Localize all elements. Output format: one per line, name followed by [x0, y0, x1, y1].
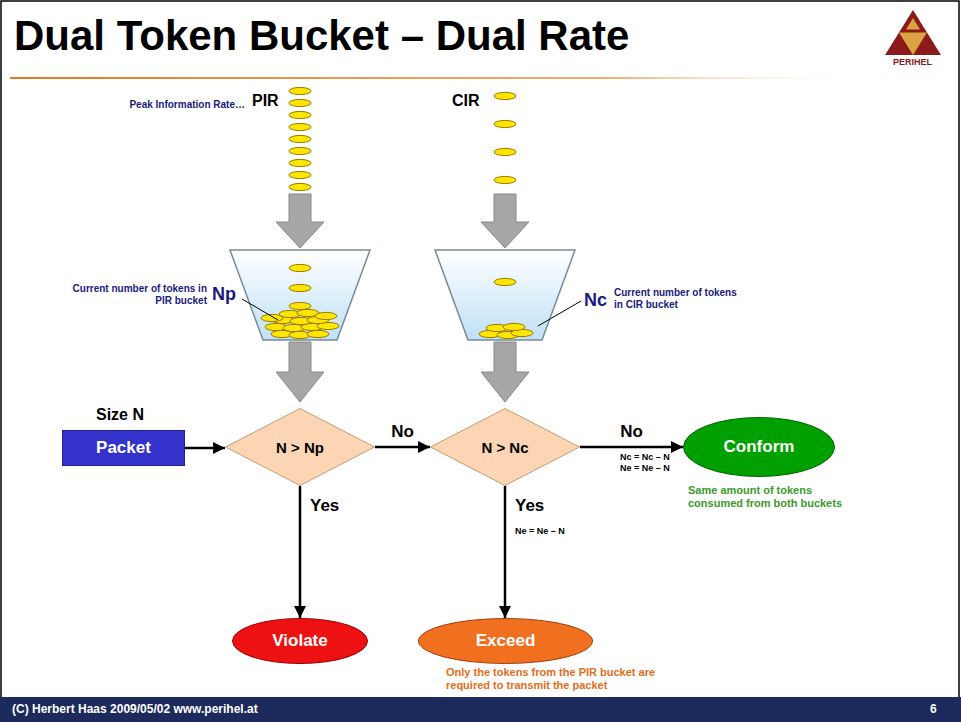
token-pile [503, 323, 525, 330]
falling-token [289, 87, 311, 94]
result-ellipse: Exceed [418, 618, 593, 664]
title-rule [10, 77, 870, 79]
falling-token [289, 123, 311, 130]
node-text: N > Np [225, 408, 375, 486]
flow-arrow [580, 446, 683, 449]
result-ellipse: Violate [232, 618, 368, 664]
cir-bucket [435, 250, 575, 340]
callout-note: Current number of tokens in PIR bucket [57, 283, 207, 306]
footer-bar [0, 697, 961, 722]
flow-arrow [185, 447, 225, 450]
falling-token [494, 92, 516, 99]
diamond-shape [431, 409, 580, 486]
rect-shape [63, 431, 185, 466]
ellipse-shape [233, 619, 368, 664]
ellipse-shape [419, 619, 593, 664]
page-number: 6 [930, 703, 937, 717]
edge-label: Yes [308, 496, 341, 516]
logo-inner [899, 33, 927, 56]
note: Only the tokens from the PIR bucket are … [446, 666, 676, 691]
block-arrow [276, 194, 324, 248]
logo [885, 10, 941, 55]
falling-token [494, 120, 516, 127]
diamond-shape [226, 409, 375, 486]
pir-bucket [230, 250, 370, 340]
falling-token [289, 111, 311, 118]
token-pile [307, 330, 329, 337]
node-text: N > Nc [430, 408, 580, 486]
result-ellipse: Conform [683, 417, 835, 477]
note: Same amount of tokens consumed from both… [688, 484, 863, 509]
flow-arrow [299, 486, 302, 618]
node-text: Violate [232, 618, 368, 664]
falling-token [289, 284, 311, 291]
size-label: Size N [96, 406, 144, 424]
leader-line [538, 301, 581, 326]
edge-label: No [389, 422, 416, 442]
logo-inner [906, 18, 920, 30]
footer-text: (C) Herbert Haas 2009/05/02 www.perihel.… [12, 703, 258, 717]
flow-arrow [504, 486, 507, 618]
edge-label: Yes [513, 496, 546, 516]
falling-token [289, 147, 311, 154]
logo-text: PERIHEL [893, 57, 932, 67]
falling-token [289, 99, 311, 106]
callout-name: Np [212, 284, 236, 305]
formula: Ne = Ne – N [515, 526, 565, 536]
leader-line [242, 299, 278, 320]
token-pile [261, 314, 283, 321]
packet-box: Size NPacket [62, 430, 185, 466]
logo-triangle [885, 10, 941, 55]
falling-token [289, 171, 311, 178]
callout-note: Current number of tokens in CIR bucket [614, 287, 744, 310]
callout-name: Nc [584, 290, 607, 311]
ellipse-shape [684, 418, 835, 477]
falling-token [289, 135, 311, 142]
falling-token [494, 148, 516, 155]
node-text: Conform [683, 417, 835, 477]
falling-token [494, 176, 516, 183]
falling-token [289, 264, 311, 271]
node-text: Exceed [418, 618, 593, 664]
falling-token [289, 159, 311, 166]
block-arrow [481, 194, 529, 248]
slide-frame [1, 1, 959, 701]
rate-label: CIR [452, 92, 480, 110]
node-text: Packet [62, 430, 185, 466]
flow-arrow [375, 446, 430, 449]
block-arrow [276, 342, 324, 402]
block-arrow [481, 342, 529, 402]
decision-diamond: N > Nc [430, 408, 580, 486]
tokens [261, 87, 533, 338]
falling-token [494, 278, 516, 285]
token-pile [315, 312, 337, 319]
formula: Ne = Ne – N [620, 463, 670, 473]
slide-title: Dual Token Bucket – Dual Rate [14, 12, 629, 60]
formula: Nc = Nc – N [620, 452, 670, 462]
rate-name: Peak Information Rate… [129, 99, 245, 111]
edge-label: No [618, 422, 645, 442]
decision-diamond: N > Np [225, 408, 375, 486]
falling-token [289, 302, 311, 309]
rate-label: PIR [252, 92, 279, 110]
falling-token [289, 183, 311, 190]
